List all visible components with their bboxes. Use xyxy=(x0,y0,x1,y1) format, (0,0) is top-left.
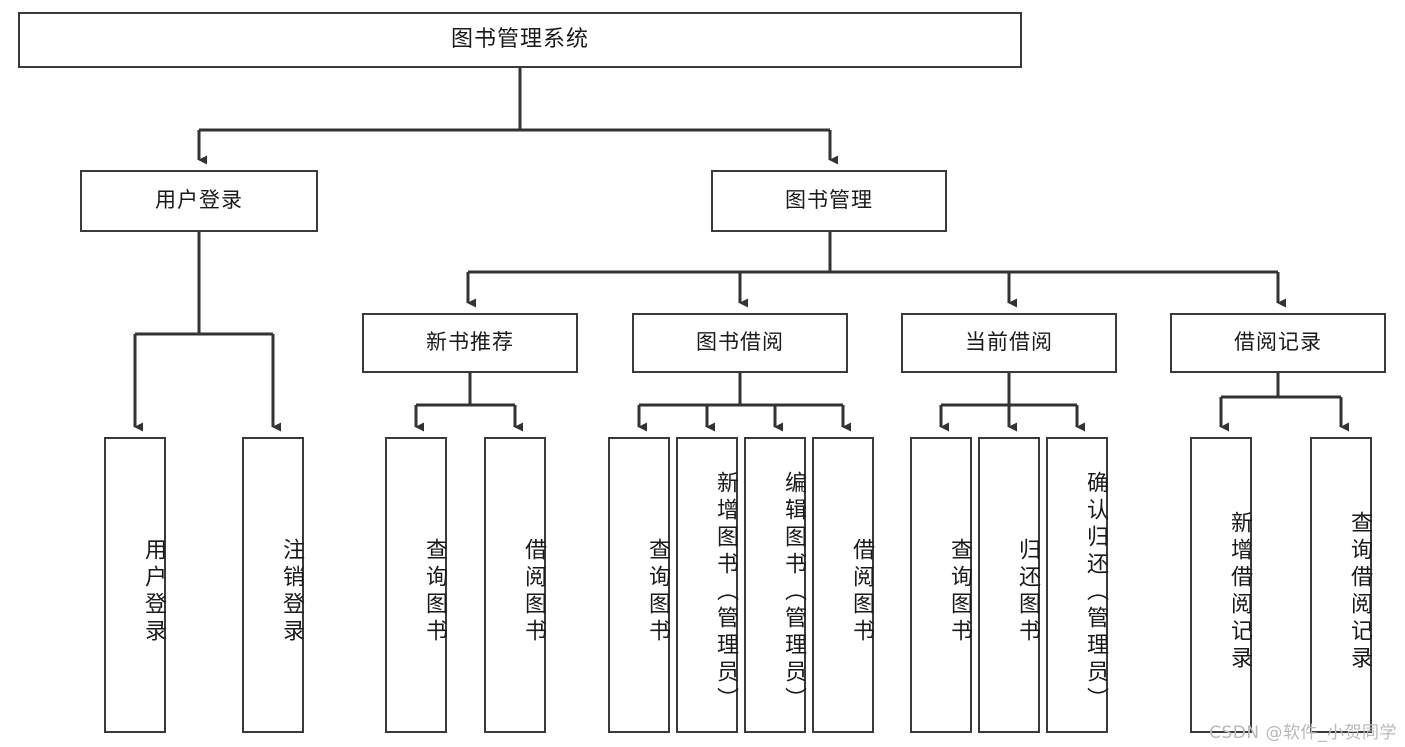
leaf-current-borrow-return-book[interactable]: 归还图书 xyxy=(978,437,1040,733)
node-book-management[interactable]: 图书管理 xyxy=(711,170,947,232)
leaf-book-borrow-edit-book-admin[interactable]: 编辑图书（管理员） xyxy=(744,437,806,733)
leaf-book-borrow-borrow-book[interactable]: 借阅图书 xyxy=(812,437,874,733)
node-new-book-recommend[interactable]: 新书推荐 xyxy=(362,313,578,373)
leaf-new-book-borrow-book[interactable]: 借阅图书 xyxy=(484,437,546,733)
leaf-borrow-record-add-record[interactable]: 新增借阅记录 xyxy=(1190,437,1252,733)
leaf-new-book-query-book[interactable]: 查询图书 xyxy=(385,437,447,733)
node-borrow-record[interactable]: 借阅记录 xyxy=(1170,313,1386,373)
node-book-borrow[interactable]: 图书借阅 xyxy=(632,313,848,373)
leaf-current-borrow-query-book[interactable]: 查询图书 xyxy=(910,437,972,733)
leaf-user-login-login[interactable]: 用户登录 xyxy=(104,437,166,733)
leaf-current-borrow-confirm-return-admin[interactable]: 确认归还（管理员） xyxy=(1046,437,1108,733)
node-current-borrow[interactable]: 当前借阅 xyxy=(901,313,1117,373)
leaf-borrow-record-query-record[interactable]: 查询借阅记录 xyxy=(1310,437,1372,733)
node-user-login[interactable]: 用户登录 xyxy=(80,170,318,232)
leaf-user-login-logout[interactable]: 注销登录 xyxy=(242,437,304,733)
watermark-csdn: CSDN @软件_小贺同学 xyxy=(1209,723,1397,743)
leaf-book-borrow-add-book-admin[interactable]: 新增图书（管理员） xyxy=(676,437,738,733)
leaf-book-borrow-query-book[interactable]: 查询图书 xyxy=(608,437,670,733)
node-root-book-management-system[interactable]: 图书管理系统 xyxy=(18,12,1022,68)
